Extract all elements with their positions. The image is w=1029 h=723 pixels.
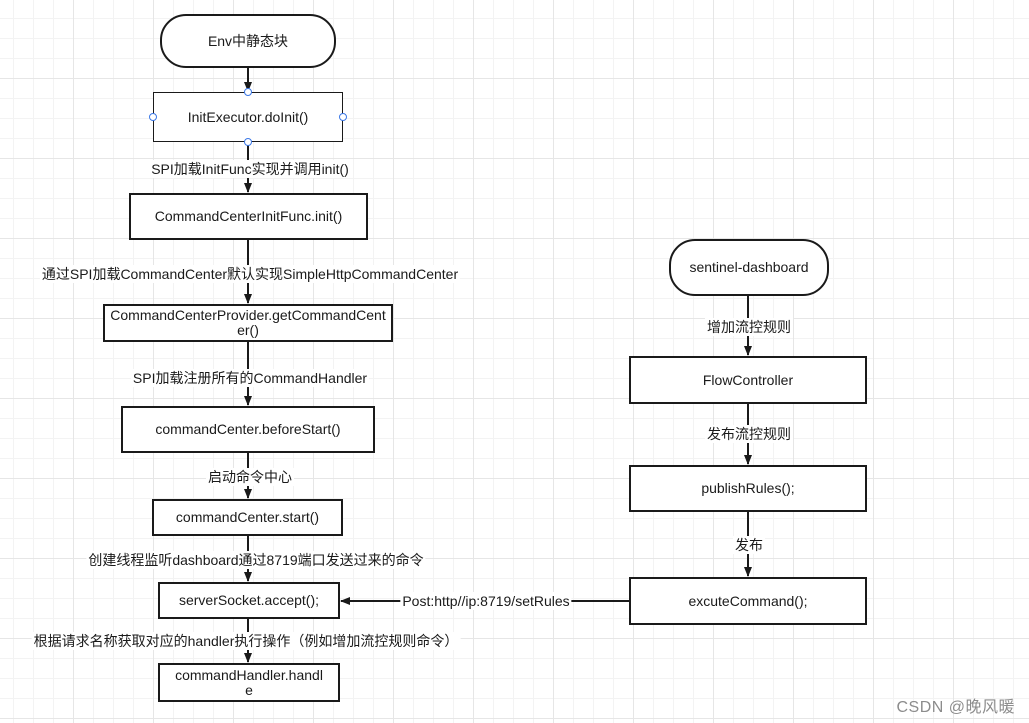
selection-handle-left[interactable] (149, 113, 157, 121)
node-command-center-start[interactable]: commandCenter.start() (152, 499, 343, 536)
edge-label-publish: 发布 (733, 536, 765, 554)
edge-label-spi-load-initfunc: SPI加载InitFunc实现并调用init() (149, 160, 351, 178)
node-label: FlowController (702, 371, 794, 388)
edge-label-add-flow-rule: 增加流控规则 (705, 318, 793, 336)
node-before-start[interactable]: commandCenter.beforeStart() (121, 406, 375, 453)
edge-label-spi-load-command-center: 通过SPI加载CommandCenter默认实现SimpleHttpComman… (39, 265, 461, 283)
node-label: CommandCenterProvider.getCommandCenter() (110, 307, 386, 338)
node-label: commandCenter.beforeStart() (155, 421, 341, 437)
node-server-socket-accept[interactable]: serverSocket.accept(); (158, 582, 340, 619)
node-label: publishRules(); (701, 480, 795, 496)
node-label: InitExecutor.doInit() (187, 108, 309, 125)
watermark: CSDN @晚风暖 (896, 699, 1015, 716)
node-command-center-init-func[interactable]: CommandCenterInitFunc.init() (129, 193, 368, 240)
node-publish-rules[interactable]: publishRules(); (629, 465, 867, 512)
node-label: serverSocket.accept(); (178, 592, 320, 608)
node-flow-controller[interactable]: FlowController (629, 356, 867, 404)
node-sentinel-dashboard[interactable]: sentinel-dashboard (669, 239, 829, 296)
node-label: CommandCenterInitFunc.init() (154, 208, 343, 224)
selection-handle-right[interactable] (339, 113, 347, 121)
node-command-handler-handle[interactable]: commandHandler.handle (158, 663, 340, 702)
node-excute-command[interactable]: excuteCommand(); (629, 577, 867, 625)
node-env-static-block[interactable]: Env中静态块 (160, 14, 336, 68)
node-label: sentinel-dashboard (689, 259, 809, 275)
edge-label-create-listen-thread: 创建线程监听dashboard通过8719端口发送过来的命令 (86, 551, 426, 569)
edge-label-start-command-center: 启动命令中心 (206, 468, 294, 486)
selection-handle-top[interactable] (244, 88, 252, 96)
node-label: commandCenter.start() (175, 509, 320, 525)
node-label: commandHandler.handle (175, 666, 323, 698)
edge-label-get-handler: 根据请求名称获取对应的handler执行操作（例如增加流控规则命令） (31, 632, 461, 650)
edge-label-publish-flow-rule: 发布流控规则 (705, 425, 793, 443)
node-command-center-provider[interactable]: CommandCenterProvider.getCommandCenter() (103, 304, 393, 342)
edge-label-post-set-rules: Post:http//ip:8719/setRules (400, 592, 572, 610)
node-init-executor[interactable]: InitExecutor.doInit() (153, 92, 343, 142)
selection-handle-bottom[interactable] (244, 138, 252, 146)
node-label: excuteCommand(); (688, 592, 808, 609)
node-label: Env中静态块 (207, 32, 289, 49)
edge-label-spi-register-handlers: SPI加载注册所有的CommandHandler (130, 369, 370, 387)
